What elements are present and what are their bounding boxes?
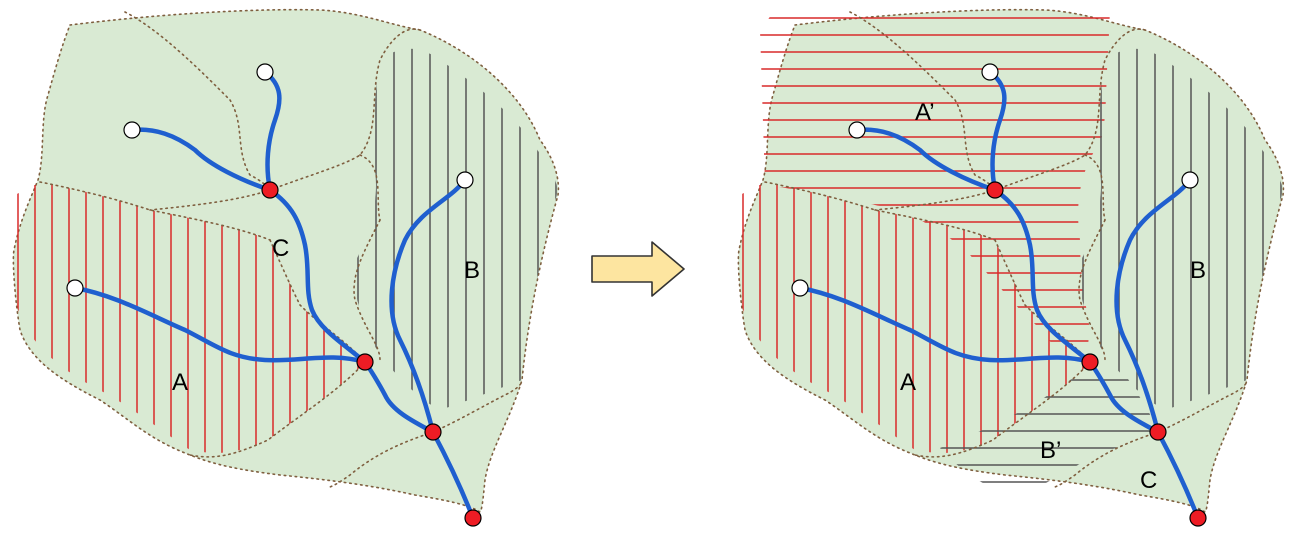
right-source-node — [1181, 171, 1199, 189]
left-river-tributary-east — [389, 177, 468, 435]
right-arrow-icon — [591, 241, 685, 297]
right-source-node — [981, 63, 999, 81]
right-outlet-node — [1189, 509, 1207, 527]
left-river-tributary-north — [262, 69, 282, 193]
left-source-node — [456, 171, 474, 189]
left-catchment-area — [12, 8, 560, 514]
right-label-c: C — [1140, 467, 1157, 494]
right-watershed: A A’ B B’ C — [737, 8, 1285, 527]
right-nodes — [791, 63, 1207, 527]
left-river-tributary-northwest — [129, 127, 273, 193]
left-label-a: A — [172, 369, 188, 396]
right-outlet-node — [986, 181, 1004, 199]
right-river-tributary-east — [1114, 177, 1193, 435]
right-catchment-area — [737, 8, 1285, 514]
left-label-c: C — [272, 235, 289, 262]
right-source-node — [791, 279, 809, 297]
left-source-node — [66, 279, 84, 297]
left-source-node — [123, 121, 141, 139]
right-subbasin-boundaries — [764, 11, 1248, 488]
right-outlet-node — [1081, 353, 1099, 371]
left-label-b: B — [464, 257, 480, 284]
left-watershed: A B C — [12, 8, 560, 527]
right-outlet-node — [1149, 423, 1167, 441]
left-outlet-node — [464, 509, 482, 527]
left-river-tributary-west — [72, 285, 368, 365]
left-nodes — [66, 63, 482, 527]
left-outlet-node — [261, 181, 279, 199]
right-river-tributary-west — [797, 285, 1093, 365]
right-label-b: B — [1190, 257, 1206, 284]
left-outlet-node — [424, 423, 442, 441]
right-label-a-prime: A’ — [915, 99, 935, 126]
right-river-tributary-north — [987, 69, 1007, 193]
left-outlet-node — [356, 353, 374, 371]
right-label-b-prime: B’ — [1040, 437, 1061, 464]
right-river-tributary-northwest — [854, 127, 998, 193]
right-label-a: A — [900, 369, 916, 396]
right-source-node — [848, 121, 866, 139]
left-subbasin-boundaries — [39, 11, 523, 488]
left-source-node — [256, 63, 274, 81]
